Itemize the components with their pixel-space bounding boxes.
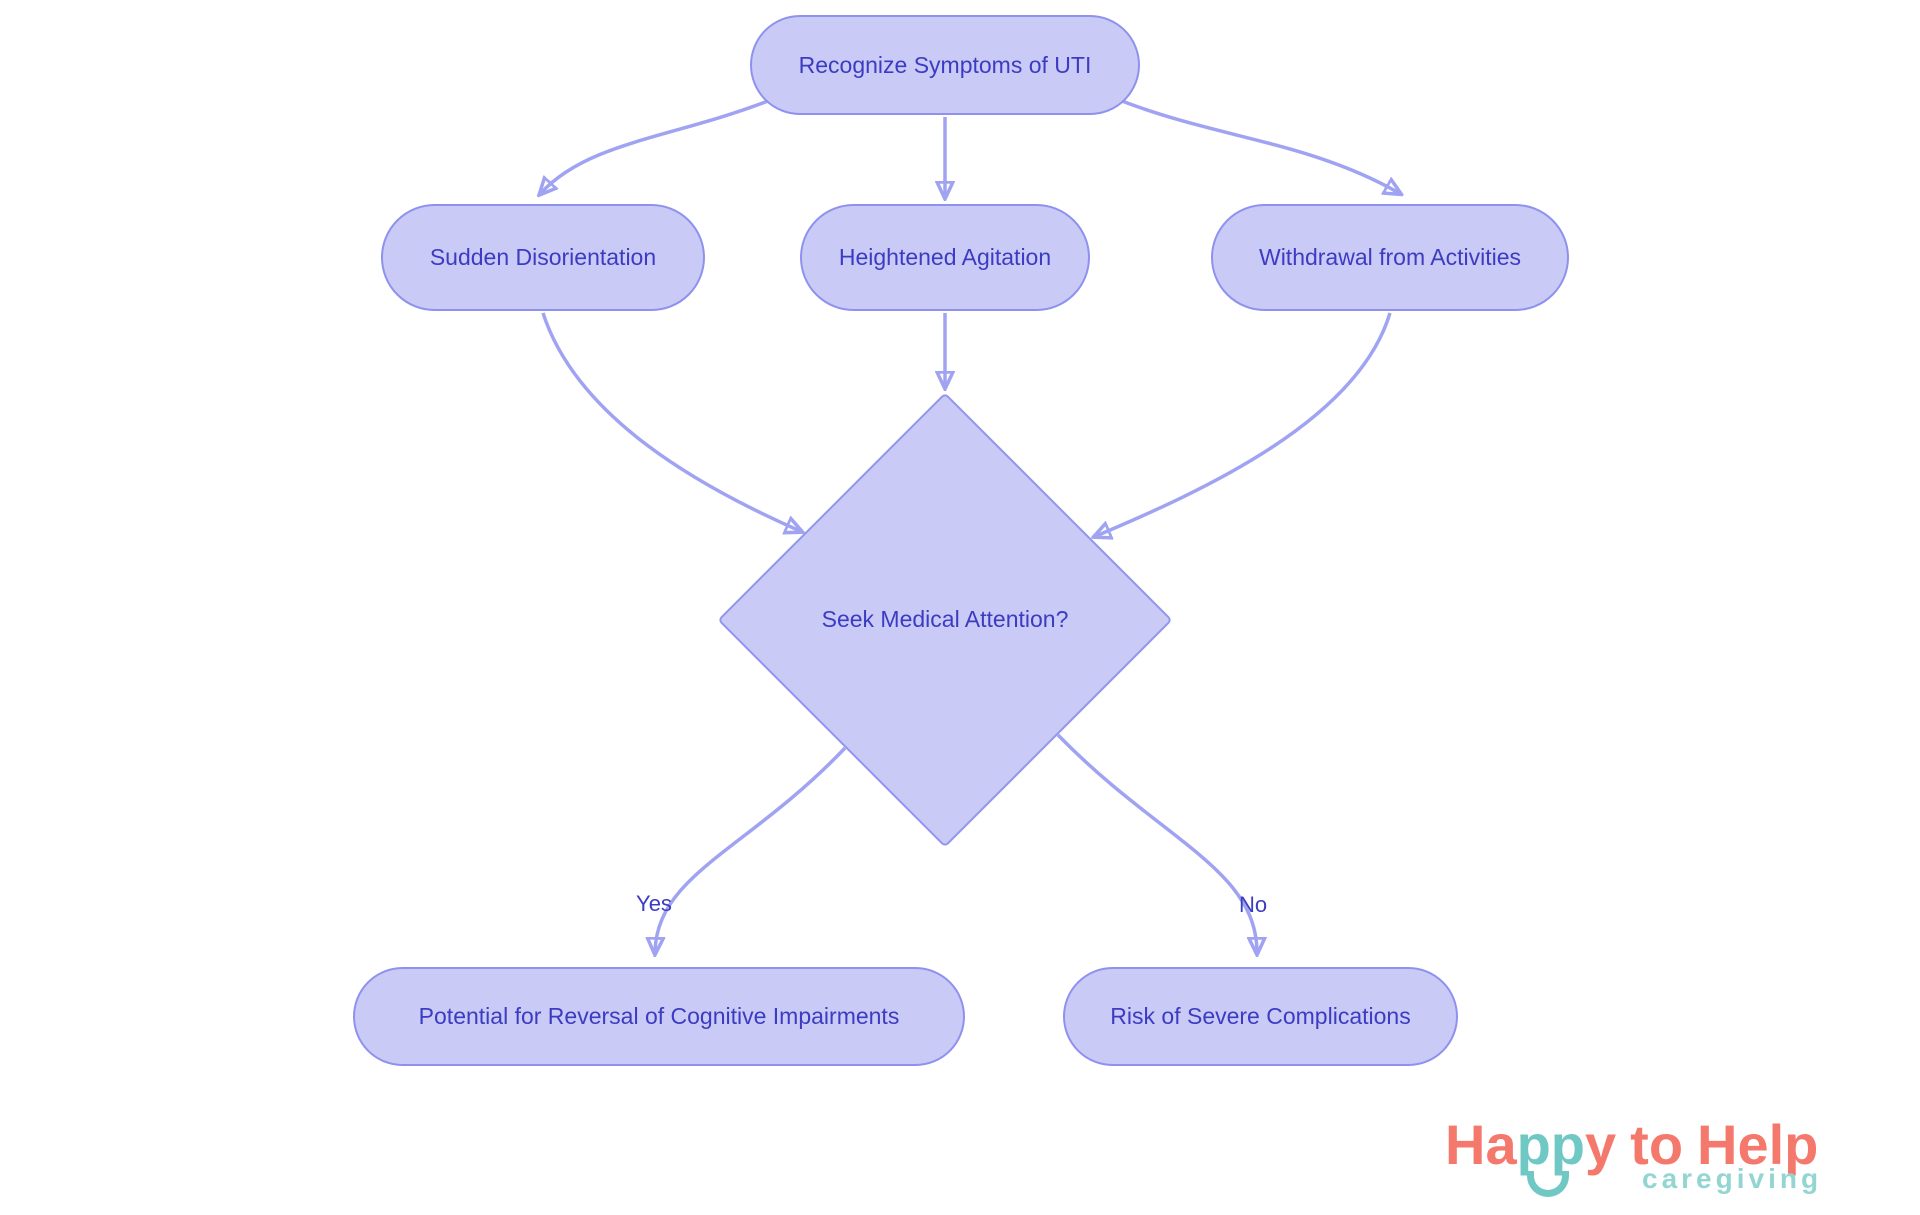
node-sudden-disorientation-label: Sudden Disorientation — [429, 244, 657, 271]
node-sudden-disorientation: Sudden Disorientation — [381, 204, 705, 311]
node-heightened-agitation: Heightened Agitation — [800, 204, 1090, 311]
logo-word3: Help — [1697, 1113, 1819, 1176]
edge-label-no: No — [1238, 892, 1268, 917]
logo-word2: to — [1630, 1113, 1684, 1176]
node-recognize-symptoms-label: Recognize Symptoms of UTI — [798, 51, 1092, 78]
edge-root-to-disorientation — [541, 99, 769, 193]
edge-disorientation-to-decision — [541, 312, 800, 531]
edge-decision-no — [1056, 733, 1257, 952]
node-withdrawal-activities: Withdrawal from Activities — [1211, 204, 1569, 311]
logo-word1-part1: Ha — [1445, 1113, 1517, 1176]
logo-subtitle: caregiving — [1642, 1163, 1823, 1194]
logo-word1-part2: pp — [1516, 1113, 1586, 1176]
edge-decision-yes — [655, 746, 847, 952]
node-decision-label: Seek Medical Attention? — [821, 606, 1069, 632]
edge-root-to-withdrawal — [1121, 99, 1399, 193]
node-recognize-symptoms: Recognize Symptoms of UTI — [750, 15, 1140, 115]
smile-icon — [1527, 1171, 1569, 1197]
logo-word1-part3: y — [1585, 1113, 1617, 1176]
edge-withdrawal-to-decision — [1096, 312, 1392, 536]
node-heightened-agitation-label: Heightened Agitation — [838, 244, 1052, 271]
node-reversal-outcome: Potential for Reversal of Cognitive Impa… — [353, 967, 965, 1066]
edge-label-yes: Yes — [636, 891, 672, 916]
node-complications-outcome-label: Risk of Severe Complications — [1110, 1003, 1411, 1030]
node-withdrawal-activities-label: Withdrawal from Activities — [1258, 244, 1521, 271]
node-reversal-outcome-label: Potential for Reversal of Cognitive Impa… — [418, 1003, 900, 1030]
node-complications-outcome: Risk of Severe Complications — [1063, 967, 1458, 1066]
